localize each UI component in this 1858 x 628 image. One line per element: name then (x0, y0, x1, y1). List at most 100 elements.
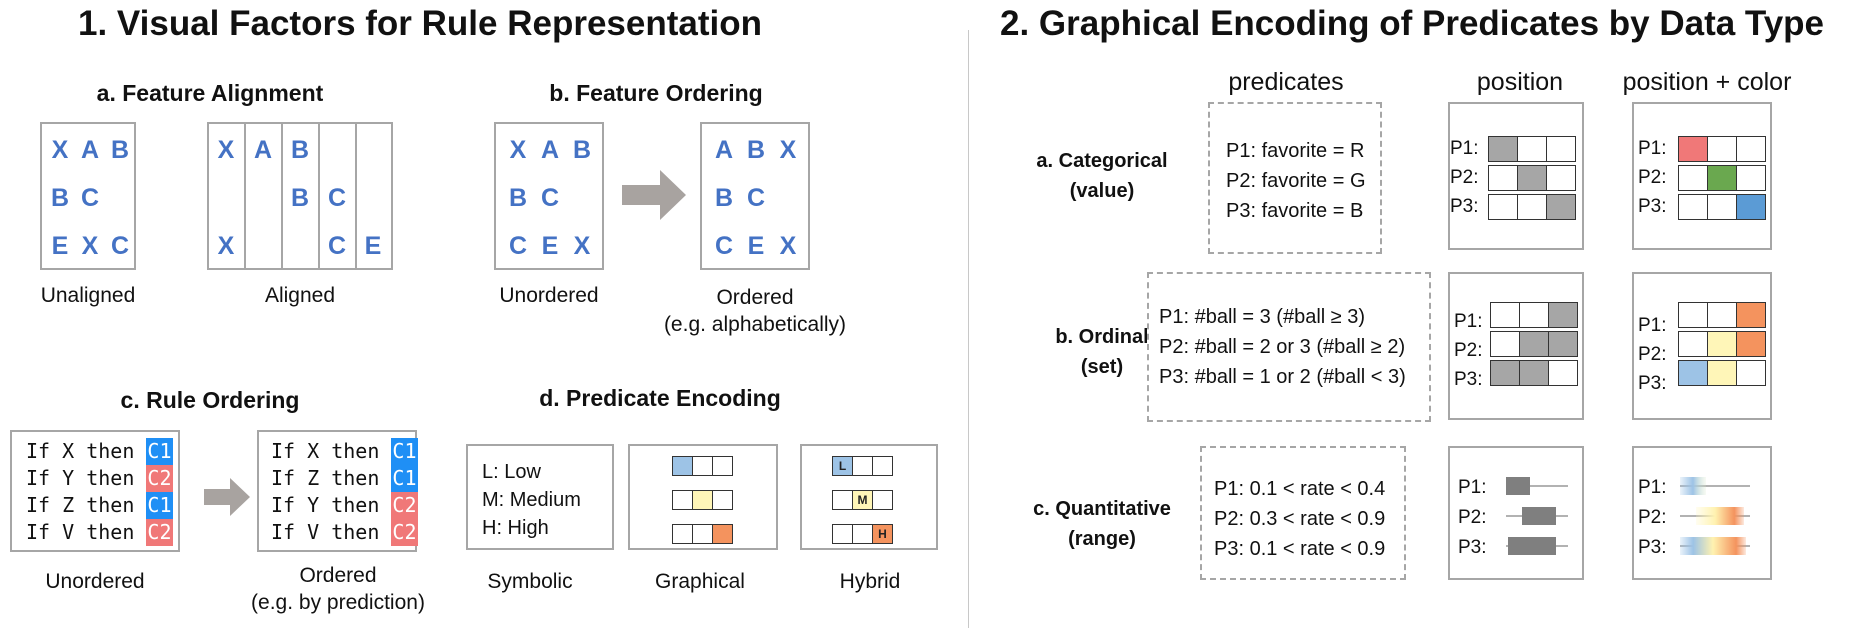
feature-letter: C (327, 184, 347, 212)
predicate-line: P2: #ball = 2 or 3 (#ball ≥ 2) (1159, 336, 1406, 358)
unordered-rules-label: Unordered (45, 570, 145, 593)
symbolic-line: L: Low (482, 461, 541, 483)
predicate-line: P3: #ball = 1 or 2 (#ball < 3) (1159, 366, 1406, 388)
rule-row: If V then C2 (26, 519, 173, 546)
feature-letter: C (327, 232, 347, 260)
feature-ordering-title: b. Feature Ordering (549, 80, 763, 106)
rule-row: If X then C1 (271, 438, 418, 465)
position-ordinal-box: P1: P2: P3: (1448, 272, 1584, 420)
feature-letter: B (290, 136, 310, 164)
feature-letter: E (747, 232, 765, 260)
feature-letter: B (572, 136, 592, 164)
feature-letter: A (714, 136, 734, 164)
unordered-features-label: Unordered (499, 284, 599, 307)
right-section-title: 2. Graphical Encoding of Predicates by D… (1000, 4, 1825, 43)
feature-letter: B (714, 184, 734, 212)
unordered-features-box: X A B B C C E X (494, 122, 604, 270)
col-header-position-color: position + color (1622, 68, 1792, 96)
position-color-ordinal-box: P1: P2: P3: (1632, 272, 1772, 420)
row-label-quantitative: c. Quantitative (range) (1033, 498, 1171, 550)
symbolic-line: M: Medium (482, 489, 581, 511)
ordered-features-label: Ordered (e.g. alphabetically) (650, 284, 860, 339)
ordered-features-box: A B X B C C E X (700, 122, 810, 270)
feature-letter: X (51, 136, 69, 164)
ordered-label: Ordered (716, 286, 794, 309)
predicate-line: P1: favorite = R (1226, 140, 1365, 162)
col-header-position: position (1476, 68, 1564, 96)
feature-letter: E (364, 232, 382, 260)
feature-letter: A (80, 136, 100, 164)
rule-row: If Y then C2 (26, 465, 173, 492)
predicate-line: P2: favorite = G (1226, 170, 1366, 192)
graphical-label: Graphical (655, 570, 745, 593)
row-label-ordinal: b. Ordinal (set) (1055, 326, 1149, 378)
arrow-right-icon (622, 170, 686, 220)
hybrid-letter: H (878, 527, 887, 541)
graphical-box (628, 444, 778, 550)
feature-letter: B (290, 184, 310, 212)
feature-letter: C (110, 232, 130, 260)
feature-letter: B (746, 136, 766, 164)
symbolic-label: Symbolic (487, 570, 573, 593)
position-quantitative-box: P1: P2: P3: (1448, 446, 1584, 580)
col-header-predicates: predicates (1228, 68, 1344, 96)
position-categorical-box: P1: P2: P3: (1448, 102, 1584, 250)
predicate-encoding-title: d. Predicate Encoding (539, 385, 781, 411)
ordered-rules-label: Ordered (e.g. by prediction) (251, 564, 425, 615)
predicate-line: P2: 0.3 < rate < 0.9 (1214, 508, 1386, 530)
aligned-label: Aligned (264, 284, 336, 307)
feature-letter: X (779, 232, 797, 260)
arrow-right-icon (204, 478, 250, 516)
feature-letter: X (81, 232, 99, 260)
ordered-rules-box: If X then C1 If Z then C1 If Y then C2 I… (257, 430, 418, 552)
feature-letter: C (714, 232, 734, 260)
feature-letter: A (253, 136, 273, 164)
predicate-line: P1: 0.1 < rate < 0.4 (1214, 478, 1386, 500)
section-divider (968, 30, 969, 628)
predicate-line: P3: 0.1 < rate < 0.9 (1214, 538, 1386, 560)
hybrid-letter: L (838, 459, 847, 473)
rule-row: If Z then C1 (26, 492, 173, 519)
hybrid-letter: M (857, 493, 868, 507)
feature-letter: X (217, 136, 235, 164)
unaligned-label: Unaligned (40, 284, 136, 307)
rule-ordering-title: c. Rule Ordering (120, 387, 300, 413)
feature-letter: B (50, 184, 70, 212)
feature-letter: X (573, 232, 591, 260)
position-color-quantitative-box: P1: P2: P3: (1632, 446, 1772, 580)
predicate-line: P3: favorite = B (1226, 200, 1364, 222)
position-color-categorical-box: P1: P2: P3: (1632, 102, 1772, 250)
gradient-range-bars (1680, 477, 1750, 555)
rule-row: If X then C1 (26, 438, 173, 465)
feature-letter: B (110, 136, 130, 164)
rule-row: If Z then C1 (271, 465, 418, 492)
predicates-ordinal-box: P1: #ball = 3 (#ball ≥ 3) P2: #ball = 2 … (1147, 272, 1431, 422)
feature-letter: C (80, 184, 100, 212)
rule-row: If Y then C2 (271, 492, 418, 519)
unaligned-box: X A B B C E X C (40, 122, 136, 270)
feature-letter: C (746, 184, 766, 212)
feature-letter: X (509, 136, 527, 164)
symbolic-box: L: Low M: Medium H: High (466, 444, 614, 550)
feature-letter: X (217, 232, 235, 260)
rule-row: If V then C2 (271, 519, 418, 546)
feature-letter: E (51, 232, 69, 260)
hybrid-box: L M H (800, 444, 938, 550)
predicates-quantitative-box: P1: 0.1 < rate < 0.4 P2: 0.3 < rate < 0.… (1200, 446, 1406, 580)
range-bars (1506, 477, 1568, 555)
left-section-title: 1. Visual Factors for Rule Representatio… (78, 4, 762, 43)
feature-letter: C (540, 184, 560, 212)
feature-letter: E (541, 232, 559, 260)
ordered-sublabel: (e.g. alphabetically) (663, 313, 847, 337)
symbolic-line: H: High (482, 517, 549, 539)
predicate-line: P1: #ball = 3 (#ball ≥ 3) (1159, 306, 1366, 328)
feature-alignment-title: a. Feature Alignment (96, 80, 324, 106)
hybrid-label: Hybrid (839, 570, 901, 593)
feature-letter: C (508, 232, 528, 260)
row-label-categorical: a. Categorical (value) (1036, 150, 1168, 202)
unordered-rules-box: If X then C1 If Y then C2 If Z then C1 I… (10, 430, 180, 552)
aligned-box: X A B B C X C E (207, 122, 393, 270)
feature-letter: A (540, 136, 560, 164)
predicates-categorical-box: P1: favorite = R P2: favorite = G P3: fa… (1208, 102, 1382, 254)
feature-letter: X (779, 136, 797, 164)
